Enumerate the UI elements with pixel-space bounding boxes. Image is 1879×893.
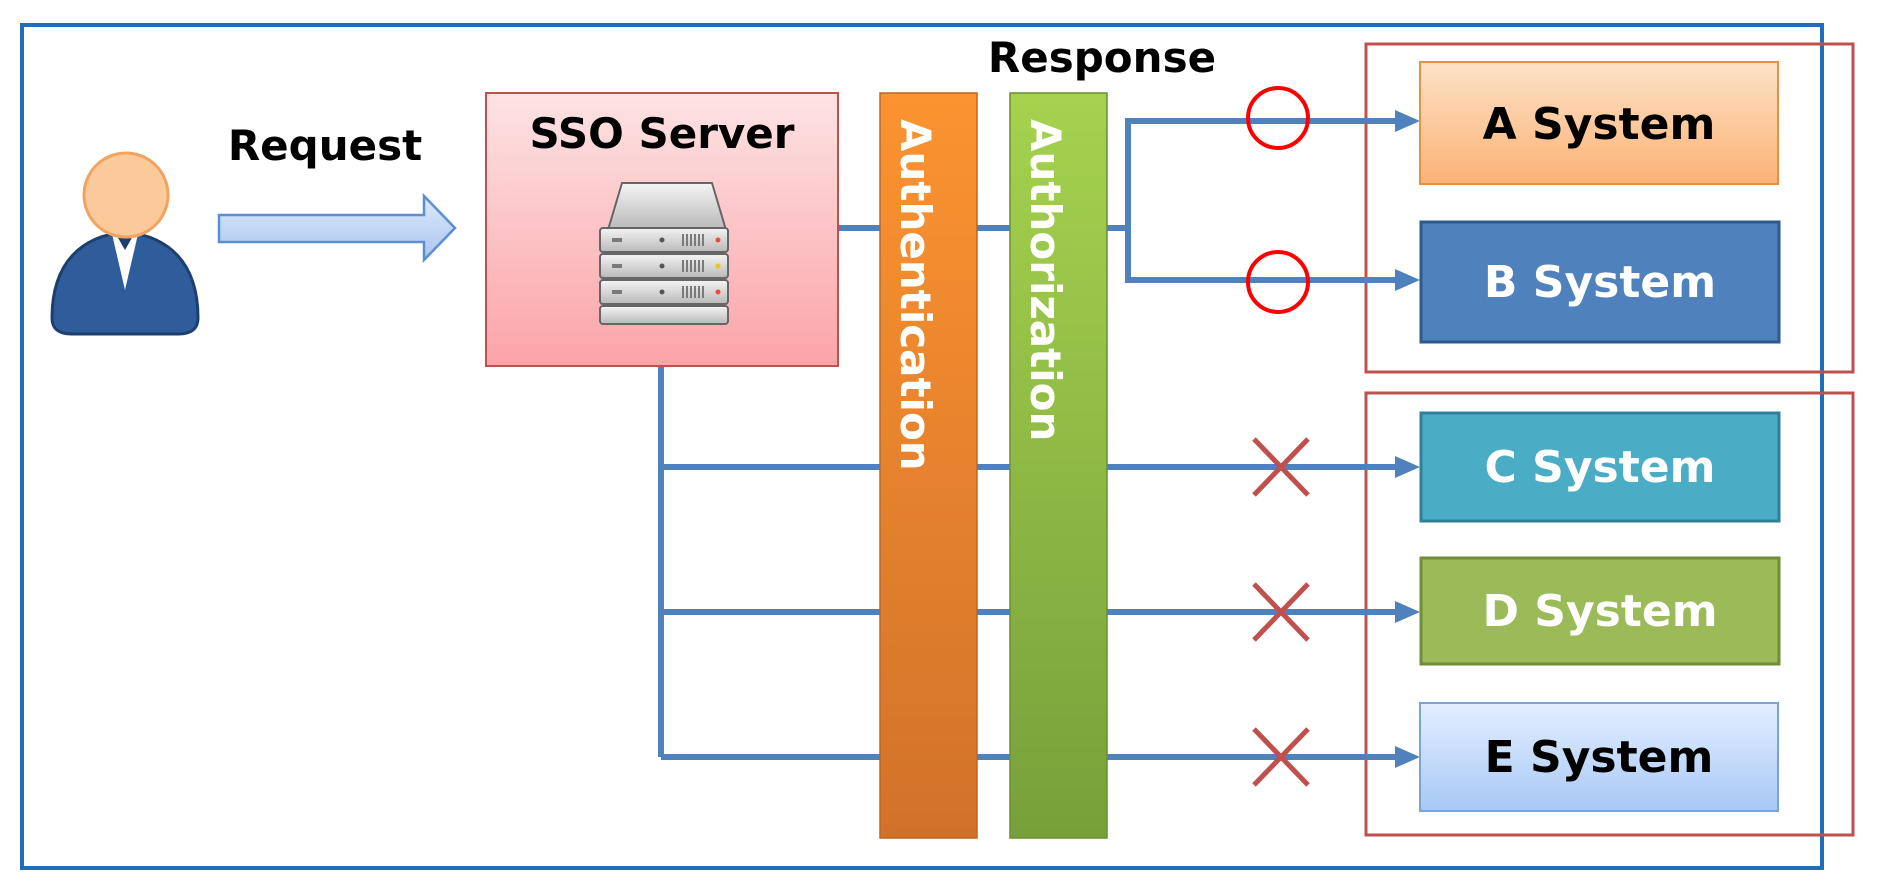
denied-mark-e [1252, 727, 1310, 787]
system-e-box: E System [1419, 702, 1779, 812]
allowed-mark-b [1246, 250, 1310, 314]
response-label: Response [988, 33, 1216, 82]
denied-mark-c [1252, 437, 1310, 497]
system-a-label: A System [1483, 99, 1716, 150]
branch-b-line [1125, 228, 1395, 283]
system-b-box: B System [1419, 220, 1781, 344]
arrowhead-c [1395, 456, 1420, 478]
denied-mark-d [1252, 582, 1310, 642]
authorization-label: Authorization [1021, 119, 1070, 441]
bar-crossings [977, 225, 1260, 760]
system-c-label: C System [1485, 442, 1716, 493]
system-c-box: C System [1419, 411, 1781, 523]
allowed-mark-a [1246, 86, 1310, 150]
request-label: Request [228, 121, 422, 170]
authentication-label: Authentication [891, 119, 940, 471]
request-arrow [217, 192, 457, 264]
authentication-bar [879, 92, 978, 839]
user-icon [50, 151, 200, 336]
authorization-bar [1009, 92, 1108, 839]
arrowhead-d [1395, 601, 1420, 623]
server-icon [599, 182, 729, 325]
arrowhead-b [1395, 269, 1420, 291]
system-a-box: A System [1419, 61, 1779, 185]
allowed-group-border [1364, 42, 1855, 374]
arrowheads [1395, 110, 1420, 768]
arrowhead-e [1395, 746, 1420, 768]
system-e-label: E System [1485, 732, 1714, 783]
branch-ab-line [1125, 118, 1395, 228]
arrowhead-a [1395, 110, 1420, 132]
system-d-label: D System [1482, 586, 1717, 637]
outer-frame [20, 23, 1824, 870]
system-b-label: B System [1484, 257, 1716, 308]
system-d-box: D System [1419, 556, 1781, 666]
sso-server-label: SSO Server [530, 109, 795, 158]
